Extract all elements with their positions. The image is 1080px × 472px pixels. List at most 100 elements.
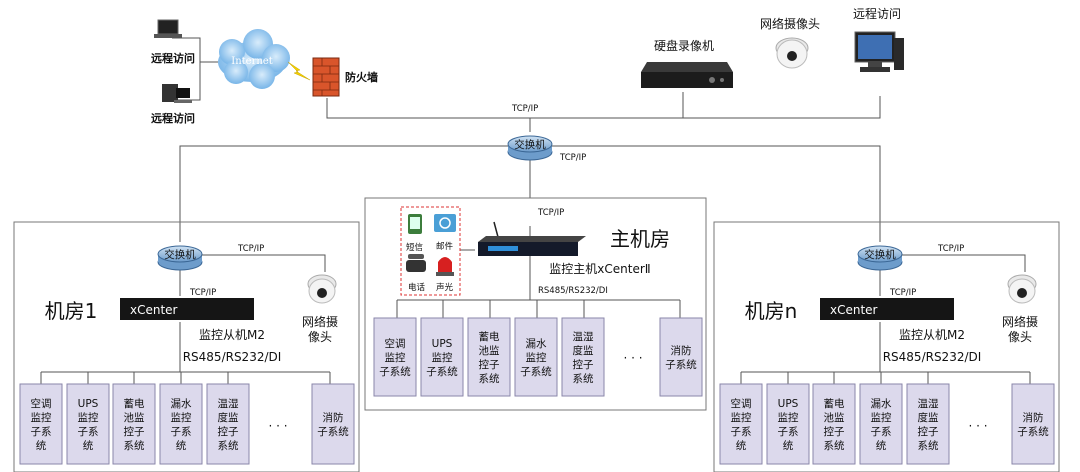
main-subsystem-box-3 xyxy=(514,317,558,397)
switch-tcpip-label: TCP/IP xyxy=(559,153,586,163)
dome-camera-icon xyxy=(775,37,809,69)
room-1-subsystem-label-4: 温湿度监控子系统 xyxy=(218,398,239,452)
telephone-icon xyxy=(406,254,426,272)
room-n-tcpip-2: TCP/IP xyxy=(889,288,916,298)
room-n-tcpip-1: TCP/IP xyxy=(937,244,964,254)
room-n-title: 机房n xyxy=(745,299,798,323)
main-bus-label: RS485/RS232/DI xyxy=(538,286,608,296)
room-n-frame xyxy=(713,221,1060,472)
room-1-switch-label: 交换机 xyxy=(164,248,196,261)
room-1-bus-label: RS485/RS232/DI xyxy=(183,350,282,364)
room-n-switch-icon xyxy=(857,245,903,271)
room-n-subsystem-box-3 xyxy=(859,383,903,465)
main-room-title: 主机房 xyxy=(610,227,670,251)
room-1-subsystem-label-2: 蓄电池监控子系统 xyxy=(124,397,145,452)
room-1-subsystem-label-0: 空调监控子系统 xyxy=(31,397,52,452)
room-n-subsystem-label-0: 空调监控子系统 xyxy=(731,397,752,452)
alarm-light-icon xyxy=(436,257,454,276)
room-n-subsystem-box-4 xyxy=(906,383,950,465)
room-1-title: 机房1 xyxy=(45,299,98,323)
room-1-switch-icon xyxy=(157,245,203,271)
remote-access-label-2: 远程访问 xyxy=(151,111,195,125)
room-1-camera-icon xyxy=(307,274,337,304)
room-n-subsystem-box-2 xyxy=(812,383,856,465)
firewall-label: 防火墙 xyxy=(345,70,378,84)
main-subsystem-label-0: 空调监控子系统 xyxy=(379,337,411,378)
room-n-subsystem-label-4: 温湿度监控子系统 xyxy=(918,398,939,452)
main-subsystem-box-2 xyxy=(467,317,511,397)
phone-sms-icon xyxy=(408,214,422,234)
alarm-email-label: 邮件 xyxy=(436,241,454,252)
room-1-subsystem-box-2 xyxy=(112,383,156,465)
internet-label: Internet xyxy=(231,56,272,67)
main-ellipsis: · · · xyxy=(623,351,642,365)
room-1-subsystem-box-1 xyxy=(66,383,110,465)
main-subsystem-label-2: 蓄电池监控子系统 xyxy=(479,330,500,385)
alarm-sms-label: 短信 xyxy=(406,242,424,253)
main-host-label: 监控主机xCenterⅡ xyxy=(549,262,650,276)
room-n-device-label: xCenter xyxy=(830,303,878,317)
email-icon xyxy=(434,214,456,232)
room-n-xcenter-device xyxy=(820,298,954,320)
room-1-subsystem-label-5: 消防子系统 xyxy=(317,411,349,438)
internet-cloud-icon xyxy=(218,29,290,89)
network-wires xyxy=(40,37,1031,384)
room-1-device-label: xCenter xyxy=(130,303,178,317)
room-n-slave-label: 监控从机M2 xyxy=(899,328,965,342)
room-1-subsystem-box-5 xyxy=(311,383,355,465)
room-1-xcenter-device xyxy=(120,298,254,320)
remote-access-label-1: 远程访问 xyxy=(151,51,195,65)
main-tcpip-label: TCP/IP xyxy=(537,208,564,218)
room-1-subsystem-box-0 xyxy=(19,383,63,465)
main-subsystem-box-5 xyxy=(659,317,703,397)
top-remote-access-label: 远程访问 xyxy=(853,6,901,21)
room-n-subsystem-label-3: 漏水监控子系统 xyxy=(871,398,892,452)
room-n-subsystem-box-1 xyxy=(766,383,810,465)
nvr-icon xyxy=(641,62,733,88)
room-n-subsystem-label-5: 消防子系统 xyxy=(1017,411,1049,438)
firewall-icon xyxy=(312,57,340,97)
room-1-frame xyxy=(13,221,360,472)
room-n-subsystem-label-2: 蓄电池监控子系统 xyxy=(824,397,845,452)
alarm-phone-label: 电话 xyxy=(408,282,426,293)
core-switch-label: 交换机 xyxy=(514,138,546,151)
core-switch-icon xyxy=(507,135,553,161)
room-1-tcpip-1: TCP/IP xyxy=(237,244,264,254)
laptop-icon xyxy=(154,19,182,38)
room-n-bus-label: RS485/RS232/DI xyxy=(883,350,982,364)
room-1-subsystem-box-4 xyxy=(206,383,250,465)
room-n-subsystem-box-5 xyxy=(1011,383,1055,465)
room-n-camera-label: 网络摄像头 xyxy=(1002,314,1038,344)
room-n-switch-label: 交换机 xyxy=(864,248,896,261)
main-room-frame xyxy=(364,197,707,411)
nvr-label: 硬盘录像机 xyxy=(654,38,714,53)
room-1-camera-label: 网络摄像头 xyxy=(302,314,338,344)
room-1-subsystem-label-3: 漏水监控子系统 xyxy=(171,398,192,452)
room-1-slave-label: 监控从机M2 xyxy=(199,328,265,342)
lightning-icon xyxy=(287,61,311,81)
main-subsystem-label-4: 温湿度监控子系统 xyxy=(573,331,594,385)
main-subsystem-label-3: 漏水监控子系统 xyxy=(520,338,552,378)
alarm-sound-light-label: 声光 xyxy=(436,282,454,293)
xcenter-host-icon xyxy=(478,221,586,256)
main-subsystem-label-5: 消防子系统 xyxy=(665,344,697,371)
backbone-tcpip-label: TCP/IP xyxy=(511,104,538,114)
room-n-ellipsis: · · · xyxy=(968,419,987,433)
desktop-monitor-icon xyxy=(854,31,904,72)
alarm-devices-group xyxy=(400,206,461,296)
main-subsystem-box-4 xyxy=(561,317,605,397)
room-1-subsystem-box-3 xyxy=(159,383,203,465)
room-n-camera-icon xyxy=(1007,274,1037,304)
main-subsystem-box-1 xyxy=(420,317,464,397)
room-1-tcpip-2: TCP/IP xyxy=(189,288,216,298)
room-1-ellipsis: · · · xyxy=(268,419,287,433)
top-camera-label: 网络摄像头 xyxy=(760,16,820,31)
main-subsystem-box-0 xyxy=(373,317,417,397)
